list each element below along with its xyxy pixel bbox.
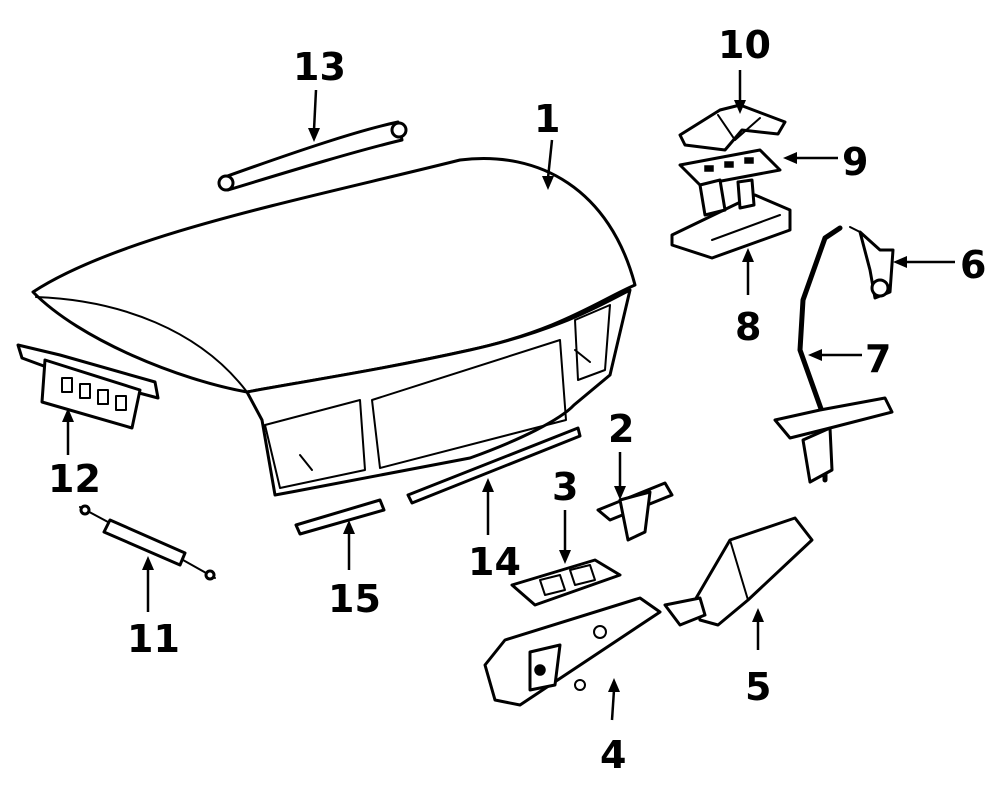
callout-15: 15 bbox=[328, 577, 381, 621]
weatherstrip bbox=[217, 120, 408, 192]
lift-support bbox=[79, 504, 216, 581]
callout-8: 8 bbox=[735, 305, 761, 349]
latch bbox=[483, 596, 662, 707]
callout-3: 3 bbox=[552, 465, 578, 509]
molding-long bbox=[406, 426, 582, 505]
callout-1: 1 bbox=[534, 97, 560, 141]
callout-6: 6 bbox=[960, 243, 986, 287]
striker bbox=[596, 481, 674, 542]
lock-cylinder bbox=[849, 226, 895, 300]
callout-11: 11 bbox=[127, 617, 180, 661]
hinge bbox=[16, 343, 160, 430]
callout-5: 5 bbox=[745, 665, 771, 709]
callout-12: 12 bbox=[48, 457, 101, 501]
callout-7: 7 bbox=[865, 337, 891, 381]
bracket bbox=[678, 103, 787, 152]
molding-short bbox=[294, 498, 386, 536]
trunk-lid bbox=[31, 157, 637, 497]
actuator bbox=[663, 516, 814, 627]
callout-4: 4 bbox=[600, 733, 626, 777]
release-rod bbox=[773, 225, 894, 484]
lamp-housing bbox=[670, 178, 792, 260]
callout-14: 14 bbox=[468, 540, 521, 584]
callout-9: 9 bbox=[842, 140, 868, 184]
leader-lines bbox=[62, 70, 955, 721]
callout-10: 10 bbox=[718, 23, 771, 67]
pad bbox=[678, 148, 782, 187]
callout-2: 2 bbox=[608, 407, 634, 451]
callout-13: 13 bbox=[293, 45, 346, 89]
lock-plate bbox=[510, 558, 622, 607]
